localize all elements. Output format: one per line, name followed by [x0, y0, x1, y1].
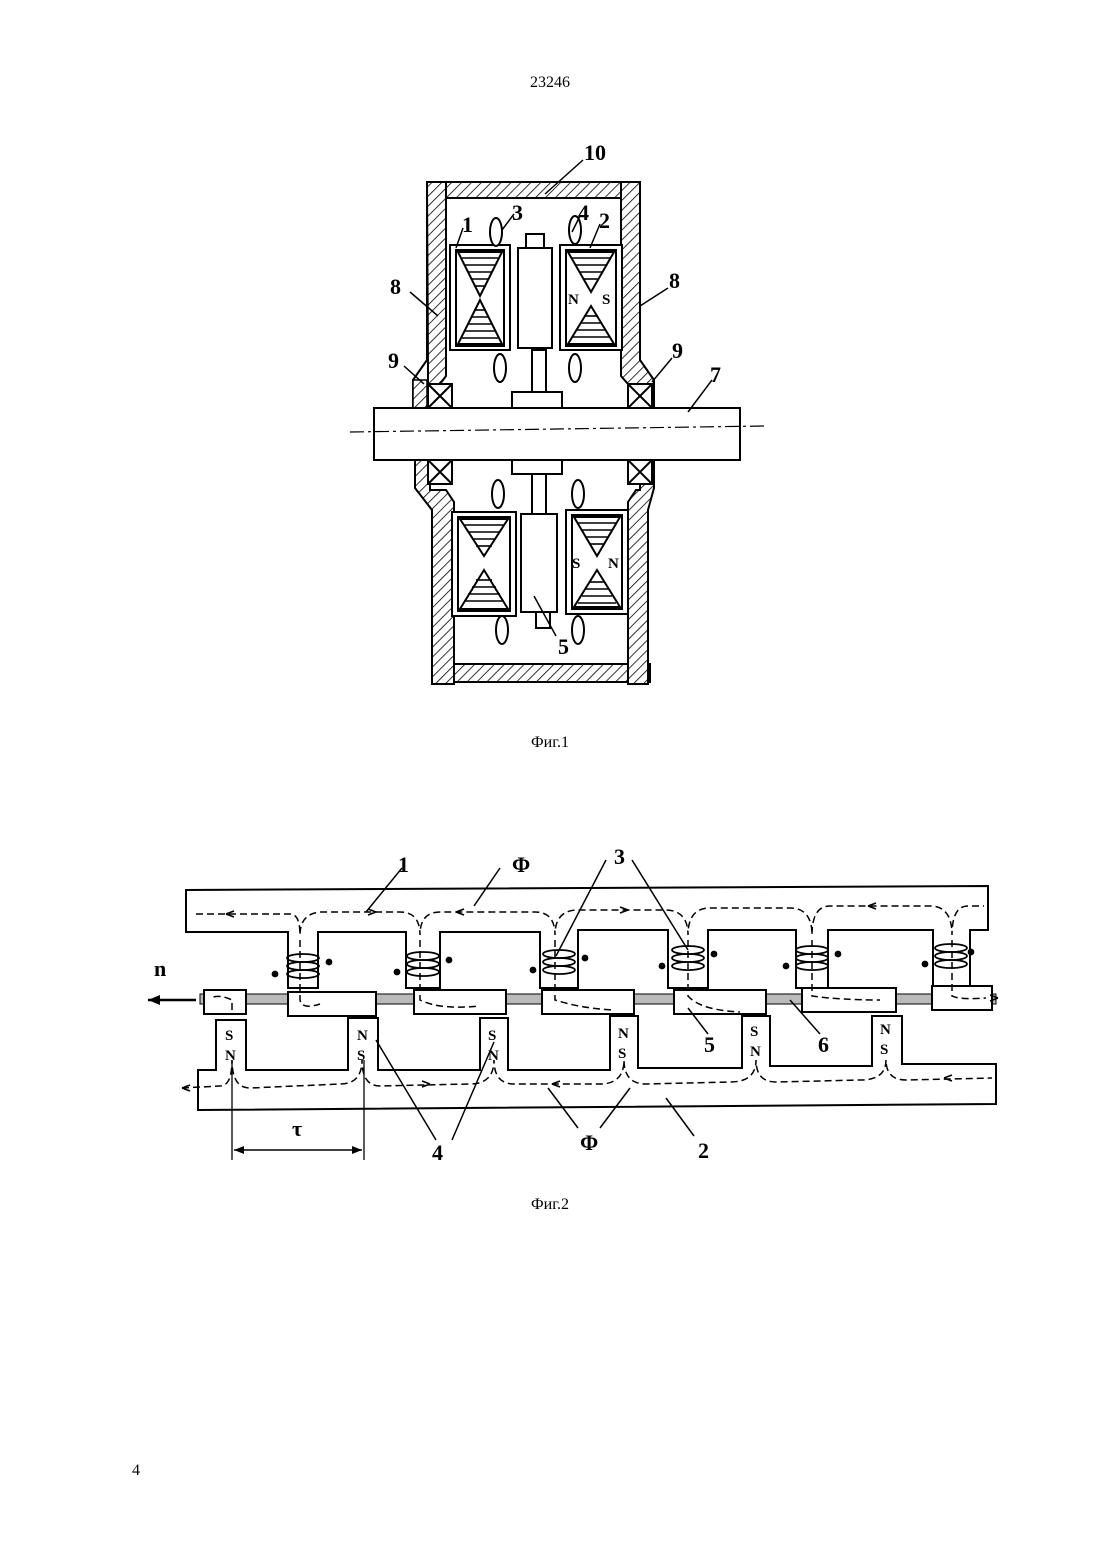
fig2-label-4: 4	[432, 1140, 443, 1165]
fig2-pole-3: N	[357, 1028, 368, 1044]
fig2-pole-6: N	[488, 1048, 499, 1064]
rotor-pieces	[204, 986, 992, 1016]
fig2-pole-12: S	[880, 1042, 888, 1058]
fig2-pole-8: S	[618, 1046, 626, 1062]
lower-core	[198, 1016, 996, 1110]
fig2-label-2: 2	[698, 1138, 709, 1163]
fig2-label-6: 6	[818, 1032, 829, 1057]
fig2-pole-9: S	[750, 1024, 758, 1040]
fig2-pole-10: N	[750, 1044, 761, 1060]
fig2-label-phi-top: Φ	[512, 852, 530, 877]
fig2-pole-11: N	[880, 1022, 891, 1038]
fig2-label-n: n	[154, 956, 166, 981]
fig2-label-tau: τ	[292, 1116, 302, 1141]
fig2-pole-5: S	[488, 1028, 496, 1044]
figure-2-drawing: 1 Φ 3 n 5 6 4 Φ 2 τ S N N S S N N S S N …	[0, 0, 1100, 1200]
page-number: 4	[132, 1462, 140, 1480]
fig2-pole-7: N	[618, 1026, 629, 1042]
fig2-label-1: 1	[398, 852, 409, 877]
upper-core	[186, 886, 988, 988]
coils	[273, 944, 974, 978]
fig2-pole-4: S	[357, 1048, 365, 1064]
fig2-label-5: 5	[704, 1032, 715, 1057]
figure-2-caption: Фиг.2	[0, 1196, 1100, 1214]
fig2-label-3: 3	[614, 844, 625, 869]
fig2-pole-2: N	[225, 1048, 236, 1064]
fig2-pole-1: S	[225, 1028, 233, 1044]
fig2-label-phi-bottom: Φ	[580, 1130, 598, 1155]
